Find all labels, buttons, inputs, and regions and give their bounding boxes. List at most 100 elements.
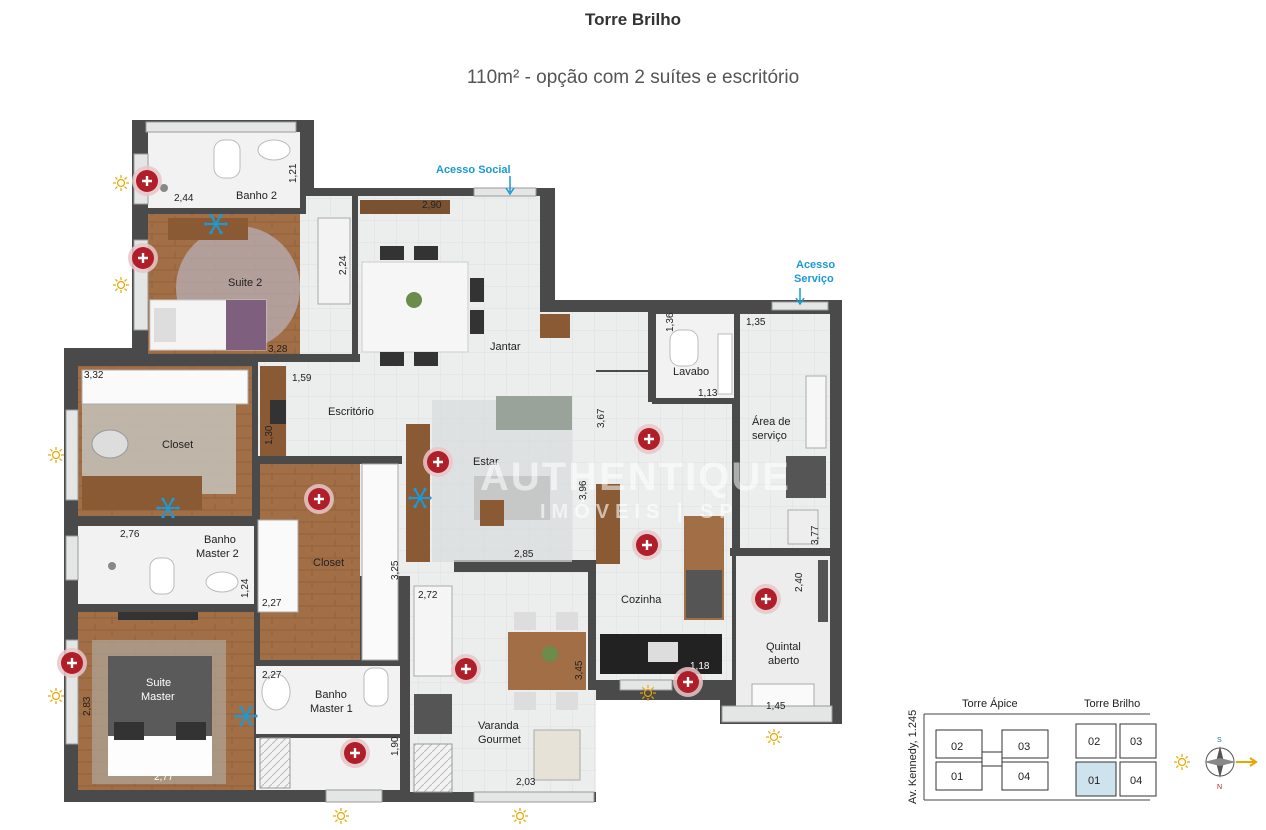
svg-text:02: 02 [1088,736,1100,748]
label-varanda-b: Gourmet [478,734,521,746]
page-title: Torre Brilho [584,10,682,29]
svg-text:1,36: 1,36 [665,312,676,332]
svg-text:3,25: 3,25 [390,560,401,580]
label-torre-brilho: Torre Brilho [1084,698,1140,710]
svg-text:03: 03 [1130,736,1142,748]
label-banho-master-2-b: Master 2 [196,548,239,560]
label-cozinha: Cozinha [621,594,662,606]
page-subtitle: 110m² - opção com 2 suítes e escritório [466,67,800,88]
watermark-line-2: IMÓVEIS | SP [540,499,739,523]
room-labels: Banho 2 Suite 2 Jantar Lavabo Área de se… [141,190,801,746]
sun-icons [48,175,1190,824]
svg-text:1,45: 1,45 [766,701,786,712]
label-area-servico-1: Área de [752,415,791,428]
marker-plus-icon [634,424,664,454]
label-street: Av. Kennedy, 1.245 [907,710,919,804]
svg-text:01: 01 [951,771,963,783]
sun-icon [333,808,349,824]
label-lavabo: Lavabo [673,366,709,378]
svg-text:3,28: 3,28 [268,344,288,355]
svg-text:04: 04 [1130,775,1142,787]
svg-text:2,83: 2,83 [82,696,93,716]
svg-text:1,35: 1,35 [746,317,766,328]
svg-text:1,90: 1,90 [390,736,401,756]
label-jantar: Jantar [490,341,521,353]
svg-text:1,24: 1,24 [240,578,251,598]
svg-text:2,77: 2,77 [154,772,174,783]
svg-text:04: 04 [1018,771,1030,783]
marker-plus-icon [673,667,703,697]
watermark: AUTHENTIQUE IMÓVEIS | SP [480,455,791,523]
svg-text:2,40: 2,40 [794,572,805,592]
label-varanda-a: Varanda [478,720,520,732]
label-banho-2: Banho 2 [236,190,277,202]
marker-plus-icon [423,447,453,477]
arrow-down-icon [505,176,515,196]
marker-plus-icon [451,654,481,684]
svg-text:2,85: 2,85 [514,549,534,560]
torre-brilho-units [1075,723,1157,797]
label-acesso-servico-a: Acesso [796,259,835,271]
svg-text:3,77: 3,77 [810,525,821,545]
sun-icon [48,688,64,704]
svg-text:3,67: 3,67 [596,408,607,428]
label-acesso-social: Acesso Social [436,164,511,176]
label-closet-2: Closet [313,557,344,569]
svg-text:3,96: 3,96 [578,480,589,500]
sun-icon [640,685,656,701]
sun-icon [1174,754,1190,770]
svg-text:1,30: 1,30 [264,425,275,445]
svg-text:2,44: 2,44 [174,193,194,204]
sun-icon [512,808,528,824]
svg-text:1,21: 1,21 [288,163,299,183]
marker-plus-icon [632,530,662,560]
label-quintal-a: Quintal [766,641,801,653]
arrow-down-icon [795,288,805,306]
sun-icon [113,175,129,191]
sun-icon [766,729,782,745]
svg-text:S: S [1217,737,1222,744]
label-suite-master-a: Suite [146,677,171,689]
key-plan: Av. Kennedy, 1.245 Torre Ápice Torre Bri… [907,697,1258,804]
marker-plus-icon [128,243,158,273]
compass-icon: S N [1204,737,1258,791]
marker-plus-icon [304,484,334,514]
marker-plus-icon [751,584,781,614]
label-escritorio: Escritório [328,406,374,418]
svg-text:3,32: 3,32 [84,370,104,381]
label-quintal-b: aberto [768,655,799,667]
marker-plus-icon [57,648,87,678]
svg-text:2,24: 2,24 [338,255,349,275]
snowflake-icon [408,487,432,509]
snowflake-icon [204,213,228,235]
svg-text:2,90: 2,90 [422,200,442,211]
marker-plus-icon [340,738,370,768]
label-estar: Estar [473,456,499,468]
snowflake-icons [156,213,432,727]
svg-text:2,27: 2,27 [262,598,282,609]
svg-text:N: N [1217,784,1222,791]
svg-text:2,72: 2,72 [418,590,438,601]
marker-plus-icon [132,166,162,196]
label-suite-master-b: Master [141,691,175,703]
label-banho-master-2-a: Banho [204,534,236,546]
svg-text:2,27: 2,27 [262,670,282,681]
label-acesso-servico-b: Serviço [794,273,834,285]
dimension-labels: 1,21 2,44 2,90 2,24 3,28 1,36 1,35 3,32 … [82,163,821,788]
label-closet-1: Closet [162,439,193,451]
label-area-servico-2: serviço [752,430,787,442]
label-banho-master-1-b: Master 1 [310,703,353,715]
label-banho-master-1-a: Banho [315,689,347,701]
svg-text:01: 01 [1088,775,1100,787]
sun-icon [113,277,129,293]
label-torre-apice: Torre Ápice [962,697,1018,710]
svg-text:2,03: 2,03 [516,777,536,788]
watermark-line-1: AUTHENTIQUE [480,455,791,499]
snowflake-icon [156,497,180,519]
markers [57,166,781,768]
selected-unit [1075,761,1117,797]
label-suite-2: Suite 2 [228,277,262,289]
svg-text:1,13: 1,13 [698,388,718,399]
sun-icon [48,447,64,463]
svg-text:2,76: 2,76 [120,529,140,540]
